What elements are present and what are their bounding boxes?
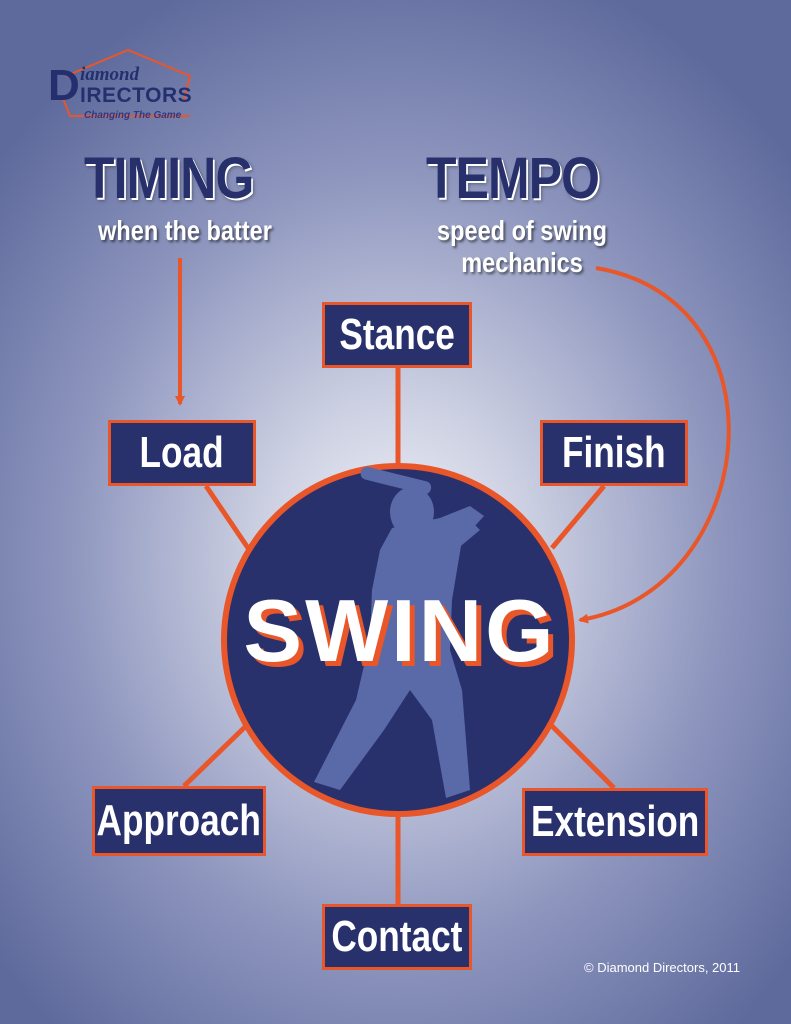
node-load-label: Load (139, 428, 225, 477)
logo-tagline: Changing The Game (84, 110, 182, 121)
node-approach: Approach (92, 786, 266, 856)
node-contact-label: Contact (331, 912, 463, 961)
node-contact: Contact (322, 904, 472, 970)
connector-load (203, 484, 251, 550)
logo: D iamond IRECTORS Changing The Game (44, 50, 214, 130)
node-finish: Finish (540, 420, 688, 486)
node-extension-label: Extension (530, 797, 700, 846)
tempo-arrow-icon (578, 266, 731, 624)
node-approach-label: Approach (96, 796, 262, 845)
copyright-text: © Diamond Directors, 2011 (584, 960, 741, 975)
node-stance: Stance (322, 302, 472, 368)
node-finish-label: Finish (562, 428, 666, 477)
tempo-subtitle-line1: speed of swing (437, 215, 607, 246)
logo-underline (61, 95, 190, 117)
node-load: Load (108, 420, 256, 486)
logo-word-diamond: iamond (80, 64, 140, 85)
timing-subtitle: when the batter (98, 215, 272, 246)
timing-title: TIMING (84, 146, 254, 211)
tempo-title: TEMPO (426, 146, 600, 211)
batter-silhouette-icon (314, 466, 484, 798)
connector-approach (182, 724, 248, 788)
tempo-subtitle-line2: mechanics (461, 247, 583, 278)
diamond-outline-icon (65, 48, 192, 101)
logo-initial: D (48, 61, 80, 110)
connector-lines (182, 366, 616, 906)
connector-extension (550, 724, 616, 790)
node-stance-label: Stance (339, 310, 455, 359)
node-extension: Extension (522, 788, 708, 856)
center-label-swing: SWING (243, 581, 557, 680)
logo-word-directors: IRECTORS (80, 84, 193, 107)
connector-finish (550, 484, 606, 550)
